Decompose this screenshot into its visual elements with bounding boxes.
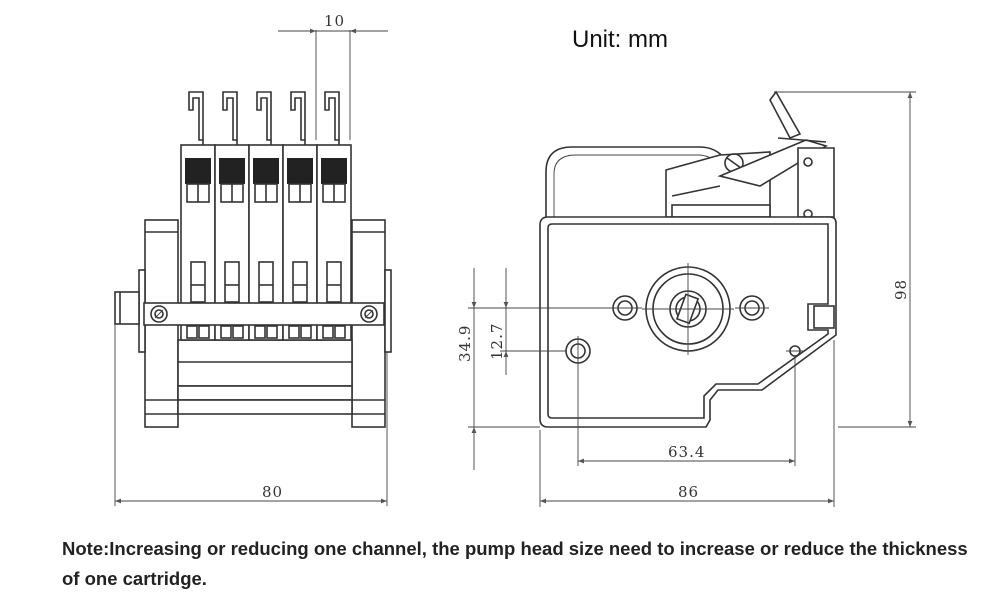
cartridge-tab [334,325,346,339]
cartridge-clip [222,91,238,141]
dimension-label-63-4: 63.4 [668,443,705,461]
side-clamp-plate [797,147,835,218]
dimension-label-10: 10 [324,12,345,30]
front-cartridges [180,91,352,341]
dimension-front-width: 80 [114,324,388,506]
cartridge-clip [324,91,340,141]
cartridge-tab [288,325,300,339]
cartridge-slot [190,261,206,303]
cartridge-tube-clamp [185,158,211,184]
cartridge-tab [266,325,278,339]
note-text: Note:Increasing or reducing one channel,… [62,538,968,589]
cartridge-tab [254,325,266,339]
unit-label: Unit: mm [572,26,668,53]
cartridge-tab [300,325,312,339]
cartridge-slot [292,261,308,303]
cartridge-tab [198,325,210,339]
side-view: 98 86 63.4 34.9 [456,90,916,507]
dimension-height-12-7: 12.7 [488,268,566,375]
front-view: 10 80 [114,12,392,506]
dimension-label-12-7: 12.7 [488,323,506,360]
cartridge-clip [256,91,272,141]
dimension-hole-spacing: 63.4 [577,357,796,466]
dimension-label-34-9: 34.9 [456,325,474,362]
side-frame-arch [545,146,727,217]
cartridge-tube-clamp [287,158,313,184]
cartridge-clip [290,91,306,141]
cartridge-slot [258,261,274,303]
cartridge-slot [224,261,240,303]
dimension-label-80: 80 [262,483,283,501]
cartridge-tab [322,325,334,339]
front-shaft-coupling [114,291,140,325]
dimension-label-98: 98 [892,279,910,300]
dimension-label-86: 86 [678,483,699,501]
cartridge-tube-clamp [219,158,245,184]
dimension-height-34-9: 34.9 [456,268,612,470]
side-mounting-holes [565,295,804,366]
cartridge-tube-clamp [321,158,347,184]
cartridge-clip [188,91,204,141]
front-crossbar [143,302,385,326]
cartridge-slot [326,261,342,303]
front-base [177,339,353,415]
cartridge-tube-clamp [253,158,279,184]
cartridge-tab [220,325,232,339]
dimension-side-width: 86 [539,340,835,507]
cartridge-tab [186,325,198,339]
dimension-channel-pitch: 10 [278,12,388,140]
dimension-side-height: 98 [774,91,916,428]
side-rotor [642,263,734,355]
cartridge-tab [232,325,244,339]
